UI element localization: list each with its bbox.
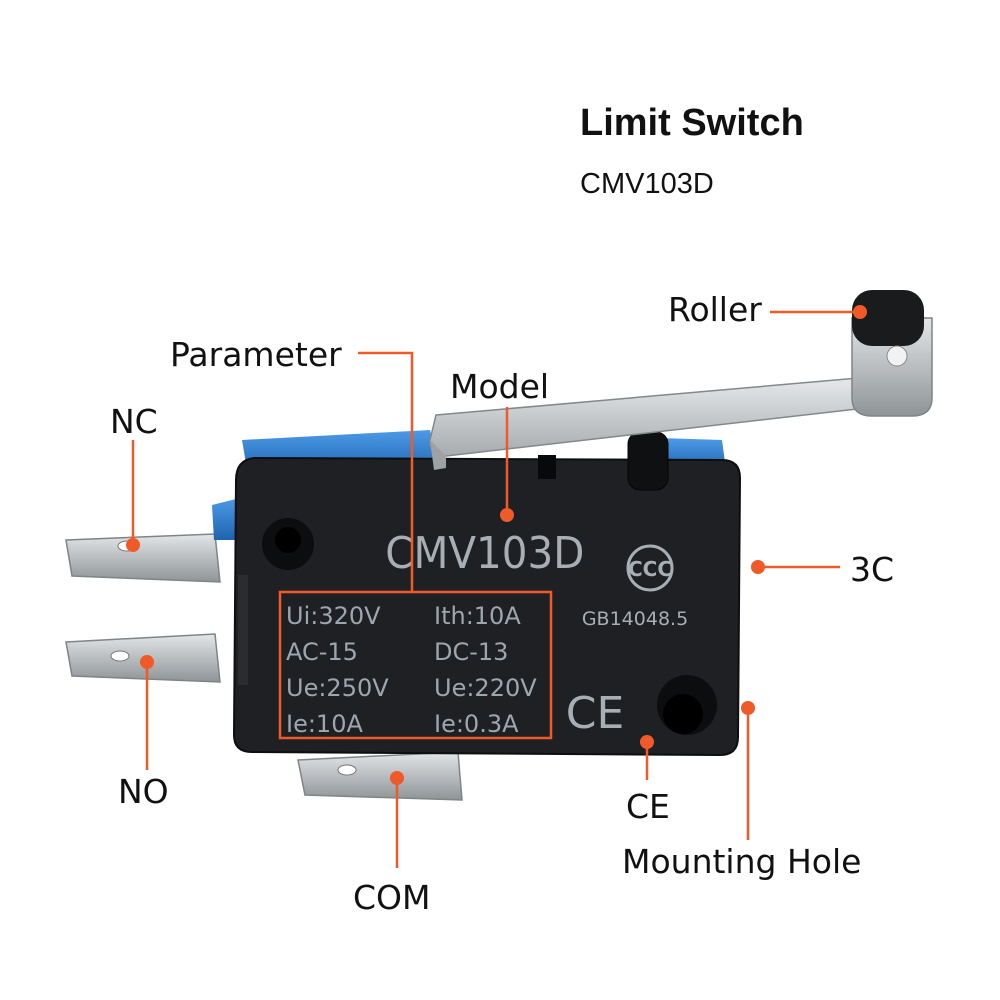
callout-3c: 3C bbox=[850, 550, 895, 589]
ce-mark: CE bbox=[566, 688, 625, 739]
param-ui: Ui:320V bbox=[286, 602, 381, 630]
body-model-text: CMV103D bbox=[385, 527, 584, 578]
callout-nc: NC bbox=[110, 402, 158, 441]
callout-no: NO bbox=[118, 772, 169, 811]
param-ith: Ith:10A bbox=[434, 602, 521, 630]
nc-terminal bbox=[65, 533, 221, 583]
param-dc: DC-13 bbox=[434, 638, 508, 666]
callout-com: COM bbox=[353, 878, 431, 917]
roller-axle bbox=[886, 345, 908, 367]
3c-dot bbox=[751, 560, 765, 574]
com-dot bbox=[390, 771, 404, 785]
callout-dots bbox=[126, 305, 867, 785]
upper-mounting-hole-inner bbox=[275, 527, 301, 553]
ce-dot bbox=[640, 735, 654, 749]
callout-mounting-hole: Mounting Hole bbox=[622, 842, 862, 881]
page-title: Limit Switch bbox=[580, 102, 804, 144]
lever-bend bbox=[430, 440, 446, 470]
callout-ce: CE bbox=[626, 787, 670, 826]
page-subtitle-model: CMV103D bbox=[580, 168, 714, 200]
param-ue-ac: Ue:250V bbox=[286, 674, 389, 702]
plunger bbox=[627, 431, 669, 491]
no-dot bbox=[140, 655, 154, 669]
parameter-box bbox=[278, 590, 553, 740]
callout-lines bbox=[131, 310, 860, 868]
mounting-hole-inner bbox=[663, 694, 703, 734]
roller-dot bbox=[853, 305, 867, 319]
param-ac: AC-15 bbox=[286, 638, 358, 666]
param-ie-ac: Ie:10A bbox=[286, 710, 363, 738]
callout-roller: Roller bbox=[668, 290, 762, 329]
ccc-mark-icon: CCC bbox=[626, 544, 674, 592]
parameter-table: Ui:320V Ith:10A AC-15 DC-13 Ue:250V Ue:2… bbox=[286, 602, 537, 738]
svg-text:CCC: CCC bbox=[628, 557, 672, 581]
body-slot bbox=[538, 455, 556, 479]
roller-icon bbox=[852, 290, 924, 346]
param-ue-dc: Ue:220V bbox=[434, 674, 537, 702]
mounting-hole-dot bbox=[741, 701, 755, 715]
callout-parameter: Parameter bbox=[170, 335, 342, 374]
nc-dot bbox=[126, 538, 140, 552]
parameter-leader bbox=[358, 351, 414, 592]
param-ie-dc: Ie:0.3A bbox=[434, 710, 519, 738]
switch-body bbox=[232, 456, 742, 757]
standard-text: GB14048.5 bbox=[582, 608, 688, 630]
com-terminal bbox=[297, 751, 463, 801]
body-edge-shading bbox=[238, 575, 248, 685]
model-dot bbox=[500, 508, 514, 522]
callout-model: Model bbox=[450, 367, 550, 406]
